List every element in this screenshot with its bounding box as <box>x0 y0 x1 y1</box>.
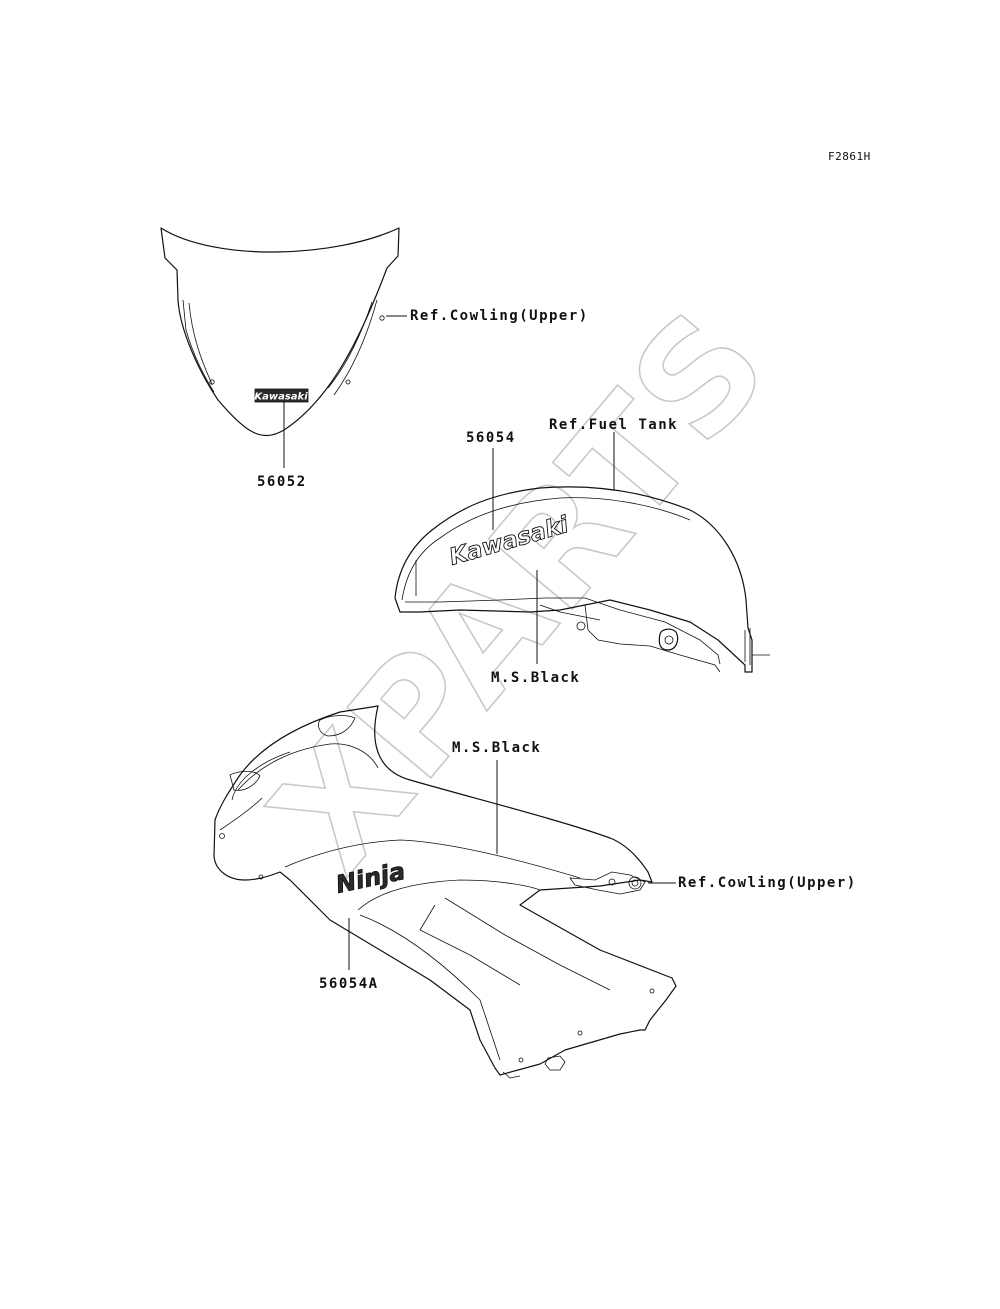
windshield-decal: Kawasaki <box>254 388 309 403</box>
windshield-decal-text: Kawasaki <box>254 392 308 403</box>
label-56054: 56054 <box>466 430 516 446</box>
label-windshield-ref: Ref.Cowling(Upper) <box>410 308 589 324</box>
label-cowl-ref: Ref.Cowling(Upper) <box>678 875 857 891</box>
label-tank-color: M.S.Black <box>491 670 580 686</box>
label-tank-ref: Ref.Fuel Tank <box>549 417 678 433</box>
figure-code: F2861H <box>828 150 871 163</box>
windshield-illustration: Kawasaki <box>160 227 400 437</box>
watermark: XPARTS <box>238 276 804 903</box>
label-cowl-color: M.S.Black <box>452 740 541 756</box>
label-56054A: 56054A <box>319 976 379 992</box>
watermark-text: XPARTS <box>239 277 804 903</box>
label-56052: 56052 <box>257 474 307 490</box>
